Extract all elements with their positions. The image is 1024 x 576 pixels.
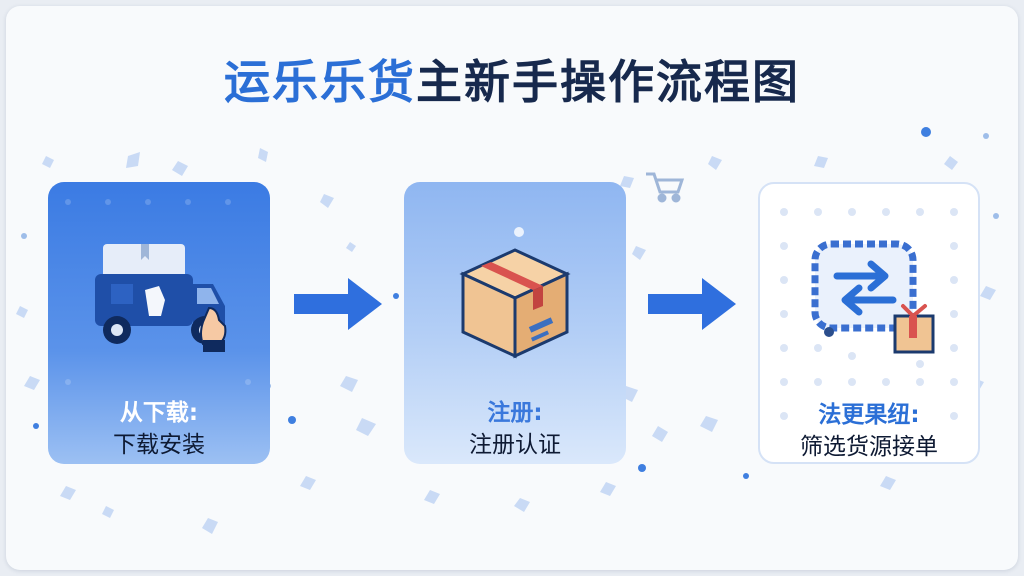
delivery-truck-icon [95,244,227,352]
step-card-register: 注册: 注册认证 [404,182,626,464]
title-brand: 运乐乐货 [224,55,416,109]
package-box-icon [459,227,571,359]
step-subtitle: 注册认证 [469,432,561,458]
cart-icon [646,172,685,203]
step-subtitle: 筛选货源接单 [800,434,938,460]
step-card-download: 从下载: 下载安装 [48,182,270,464]
title-rest: 主新手操作流程图 [416,55,800,109]
diagram-frame: 运乐乐货主新手操作流程图 从下载: 下载安装 [6,6,1018,570]
arrow-right-icon [294,278,382,330]
page-title: 运乐乐货主新手操作流程图 [6,46,1018,112]
step-card-find-cargo: 法更果纽: 筛选货源接单 [758,182,980,464]
step-label: 注册: [487,400,543,426]
step-subtitle: 下载安装 [113,432,205,458]
arrow-right-icon [648,278,736,330]
exchange-arrows-icon [811,240,935,354]
step-label: 法更果纽: [818,402,920,428]
step-label: 从下载: [119,400,199,426]
